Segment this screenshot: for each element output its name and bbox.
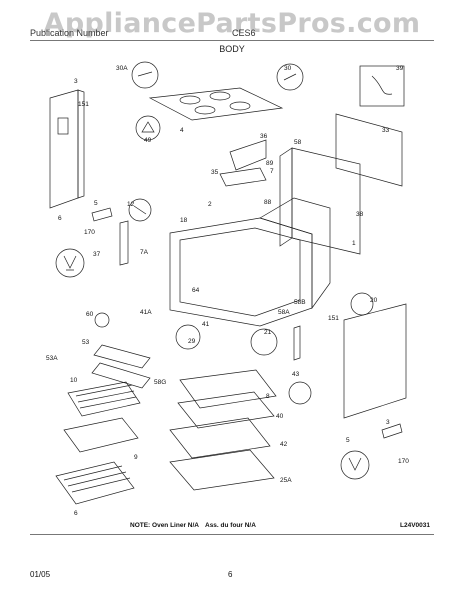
- callout-25A: 25A: [280, 477, 292, 484]
- door-bottom-25A[interactable]: [169, 449, 275, 491]
- leveling-leg-assembly-left[interactable]: [55, 248, 85, 278]
- callout-21: 21: [264, 329, 272, 336]
- cooktop-frame[interactable]: [148, 87, 284, 121]
- lamp-29[interactable]: [175, 324, 201, 350]
- callout-64: 64: [192, 287, 200, 294]
- bracket-170-right[interactable]: [381, 423, 403, 439]
- callout-170b: 170: [398, 458, 409, 465]
- callout-30A: 30A: [116, 65, 128, 72]
- callout-38: 38: [356, 211, 364, 218]
- back-panel-assembly[interactable]: [279, 113, 403, 255]
- flue-cover-35[interactable]: [219, 167, 267, 187]
- callout-36: 36: [260, 133, 268, 140]
- broiler-tray-9[interactable]: [63, 417, 139, 453]
- callout-18: 18: [180, 217, 188, 224]
- callout-60: 60: [86, 311, 94, 318]
- side-panel-left[interactable]: [49, 89, 85, 209]
- footer-date: 01/05: [30, 570, 51, 579]
- door-panel-8[interactable]: [179, 369, 277, 409]
- callout-7A: 7A: [140, 249, 149, 256]
- wire-clip-20[interactable]: [350, 292, 374, 316]
- callout-5: 5: [94, 200, 98, 207]
- callout-6: 6: [74, 510, 78, 517]
- page-number: 6: [228, 570, 233, 579]
- broiler-pan-10[interactable]: [67, 381, 141, 417]
- exploded-parts-diagram: 3 151 30A 30 39 49 4 33 36 58 89 35 7 88…: [46, 61, 409, 517]
- oven-rack-6[interactable]: [55, 461, 135, 505]
- insulation-53[interactable]: [93, 344, 151, 369]
- door-liner-42[interactable]: [169, 417, 271, 459]
- publication-label: Publication Number: [30, 28, 109, 38]
- note-oven-liner-fr: Ass. du four N/A: [205, 522, 256, 529]
- callout-20: 20: [370, 297, 378, 304]
- callout-10: 10: [70, 377, 78, 384]
- bracket-170-left[interactable]: [91, 207, 113, 222]
- callout-53: 53: [82, 339, 90, 346]
- callout-89: 89: [266, 160, 274, 167]
- watermark: AppliancePartsPros.com: [43, 8, 421, 39]
- callout-37: 37: [93, 251, 101, 258]
- element-30A[interactable]: [131, 61, 159, 89]
- callout-29: 29: [188, 338, 196, 345]
- callout-43: 43: [292, 371, 300, 378]
- callout-53A: 53A: [46, 355, 58, 362]
- callout-9: 9: [134, 454, 138, 461]
- callout-30: 30: [284, 65, 292, 72]
- callout-6-top: 6: [58, 215, 62, 222]
- callout-42: 42: [280, 441, 288, 448]
- callout-5b: 5: [346, 437, 350, 444]
- callout-8: 8: [266, 393, 270, 400]
- callout-49: 49: [144, 137, 152, 144]
- callout-151b: 151: [328, 315, 339, 322]
- wire-harness-39[interactable]: [359, 65, 405, 107]
- callout-58B: 58B: [294, 299, 306, 306]
- callout-12: 12: [127, 201, 135, 208]
- model-number: CES6: [232, 28, 256, 38]
- front-frame-7A[interactable]: [119, 220, 129, 266]
- callout-58A: 58A: [278, 309, 290, 316]
- callout-3b: 3: [386, 419, 390, 426]
- callout-4: 4: [180, 127, 184, 134]
- door-glass-40[interactable]: [177, 391, 275, 429]
- callout-40: 40: [276, 413, 284, 420]
- oven-body[interactable]: [169, 197, 331, 327]
- bracket-49[interactable]: [135, 115, 161, 141]
- callout-33: 33: [382, 127, 390, 134]
- igniter-12[interactable]: [128, 198, 152, 222]
- light-lens-60[interactable]: [94, 312, 110, 328]
- diagram-reference: L24V0031: [400, 522, 430, 529]
- callout-41: 41: [202, 321, 210, 328]
- side-panel-right[interactable]: [343, 303, 407, 419]
- hinge-58A[interactable]: [293, 325, 301, 361]
- vent-duct-36[interactable]: [229, 139, 267, 171]
- callout-58: 58: [294, 139, 302, 146]
- note-oven-liner: NOTE: Oven Liner N/A: [130, 522, 199, 529]
- callout-7: 7: [270, 168, 274, 175]
- callout-3: 3: [74, 78, 78, 85]
- leveling-leg-assembly-right[interactable]: [340, 450, 370, 480]
- section-title: BODY: [219, 44, 245, 54]
- header-rule: [30, 40, 434, 41]
- callout-170: 170: [84, 229, 95, 236]
- callout-151: 151: [78, 101, 89, 108]
- callout-58G: 58G: [154, 379, 166, 386]
- burner-21[interactable]: [250, 328, 278, 356]
- callout-41A: 41A: [140, 309, 152, 316]
- insulation-53A[interactable]: [91, 362, 151, 389]
- hinge-43[interactable]: [288, 381, 312, 405]
- callout-2: 2: [208, 201, 212, 208]
- callout-39: 39: [396, 65, 404, 72]
- footer-rule: [30, 534, 434, 535]
- callout-35: 35: [211, 169, 219, 176]
- element-30[interactable]: [276, 63, 304, 91]
- callout-1: 1: [352, 240, 356, 247]
- callout-88: 88: [264, 199, 272, 206]
